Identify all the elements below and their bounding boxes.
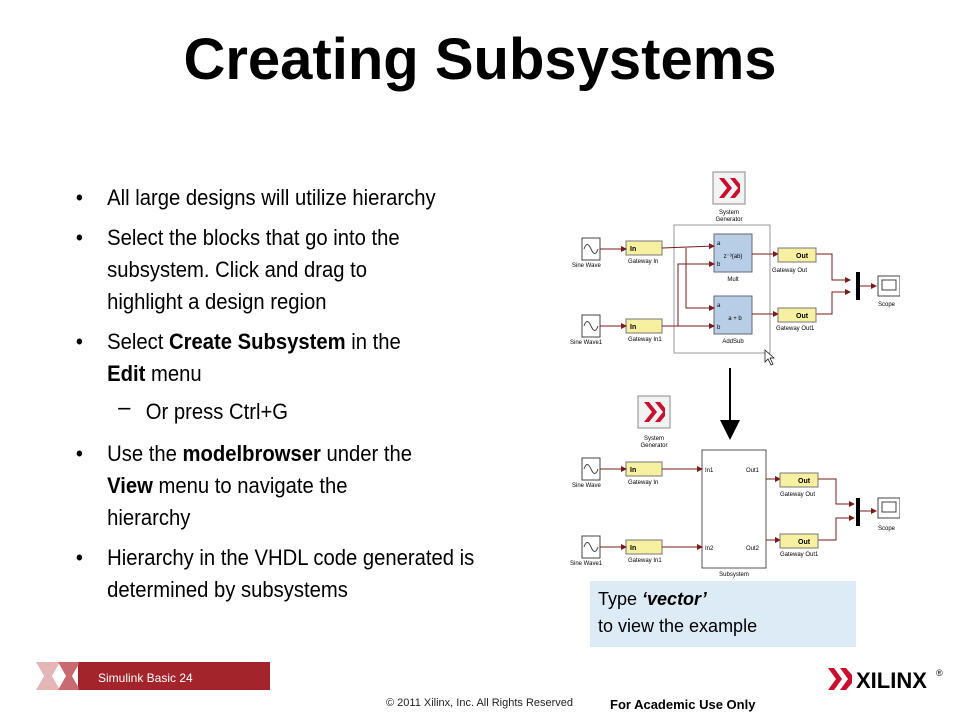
mux-block[interactable] (856, 272, 860, 300)
bullet-bold: View (107, 473, 153, 498)
sine-wave-icon (581, 314, 601, 338)
gateway-in-label: Gateway In1 (628, 337, 662, 343)
brand-reg: ® (936, 668, 943, 678)
gateway-in-label: Gateway In (628, 480, 658, 486)
gateway-port-text: In (630, 467, 636, 474)
subsystem-port: Out2 (746, 546, 760, 552)
mux-block[interactable] (856, 498, 860, 526)
simulink-diagram-svg: System Generator Sine Wave Sine Wave1 In… (570, 171, 901, 578)
gateway-out-label: Gateway Out (772, 268, 807, 274)
sysgen-label: Generator (715, 217, 742, 223)
bullet-text: Select the blocks that go into the subsy… (107, 225, 400, 314)
bullet-item: All large designs will utilize hierarchy (74, 182, 506, 214)
gateway-out-block[interactable] (779, 472, 819, 488)
mult-label: Mult (727, 277, 739, 283)
gateway-out-block[interactable] (777, 247, 817, 263)
system-generator-icon (712, 171, 746, 205)
sine-wave-label: Sine Wave (572, 263, 601, 269)
port-label: b (717, 325, 721, 331)
gateway-port-text: Out (796, 253, 809, 260)
sine-wave-label: Sine Wave1 (570, 340, 603, 346)
bullet-text: Use the (107, 441, 183, 466)
bullet-item: Select the blocks that go into the subsy… (74, 222, 438, 318)
bullet-bold: Edit (107, 361, 146, 386)
academic-notice: For Academic Use Only (610, 697, 756, 712)
sysgen-label: Generator (640, 443, 667, 449)
note-text: Type (598, 589, 643, 609)
bullet-item: Hierarchy in the VHDL code generated is … (74, 542, 558, 606)
gateway-out-label: Gateway Out (780, 492, 815, 498)
gateway-port-text: Out (798, 478, 811, 485)
gateway-port-text: Out (798, 539, 811, 546)
footer-label: Simulink Basic 24 (98, 671, 193, 685)
mult-expr: z⁻³(ab) (724, 254, 743, 260)
addsub-label: AddSub (722, 339, 744, 345)
footer-band (36, 662, 270, 690)
selection-region[interactable] (673, 224, 771, 354)
xilinx-logo-icon: XILINX ® (828, 668, 943, 693)
port-label: a (717, 303, 721, 309)
bullet-bold: modelbrowser (182, 441, 321, 466)
scope-icon (877, 275, 901, 297)
subsystem-port: Out1 (746, 468, 760, 474)
note-emphasis: ‘vector’ (642, 589, 707, 609)
subsystem-label: Subsystem (719, 572, 749, 578)
addsub-expr: a + b (728, 316, 742, 322)
gateway-in-label: Gateway In (628, 259, 658, 265)
gateway-out-label: Gateway Out1 (776, 326, 815, 332)
copyright: © 2011 Xilinx, Inc. All Rights Reserved (386, 697, 574, 709)
scope-label: Scope (878, 302, 896, 308)
gateway-port-text: In (630, 246, 636, 253)
gateway-in-label: Gateway In1 (628, 558, 662, 564)
vector-note: Type ‘vector’ to view the example (590, 581, 856, 647)
sub-bullet-text: Or press Ctrl+G (145, 399, 289, 424)
port-label: a (717, 241, 721, 247)
gateway-port-text: Out (796, 313, 809, 320)
sine-wave-label: Sine Wave1 (570, 561, 603, 567)
sysgen-label: System (644, 436, 664, 442)
bullet-list: All large designs will utilize hierarchy… (74, 182, 506, 614)
scope-icon (877, 497, 901, 519)
subsystem-port: In2 (705, 546, 714, 552)
subsystem-block[interactable] (701, 449, 767, 569)
bullet-item: Select Create Subsystem in the Edit menu (74, 326, 429, 390)
bullet-item: Use the modelbrowser under the View menu… (74, 438, 420, 534)
bullet-text: All large designs will utilize hierarchy (107, 185, 436, 210)
simulink-diagram: System Generator Sine Wave Sine Wave1 In… (560, 168, 901, 585)
gateway-port-text: In (630, 324, 636, 331)
subsystem-port: In1 (705, 468, 714, 474)
sub-bullet-item: Or press Ctrl+G (74, 392, 506, 428)
note-text: to view the example (598, 616, 758, 636)
sine-wave-label: Sine Wave (572, 483, 601, 489)
system-generator-icon (637, 395, 671, 429)
mouse-cursor-icon (764, 349, 775, 366)
addsub-block[interactable] (713, 295, 753, 335)
sine-wave-icon (581, 535, 601, 559)
xilinx-logo: XILINX ® (826, 664, 946, 699)
gateway-out-block[interactable] (779, 533, 819, 549)
sine-wave-icon (581, 237, 601, 261)
bullet-text: menu (145, 361, 202, 386)
gateway-out-label: Gateway Out1 (780, 552, 819, 558)
slide-title: Creating Subsystems (183, 27, 777, 92)
bullet-text: menu to navigate the hierarchy (107, 473, 348, 530)
bullet-text: Hierarchy in the VHDL code generated is … (107, 545, 475, 602)
bullet-bold: Create Subsystem (169, 329, 346, 354)
bullet-text: under the (320, 441, 412, 466)
mult-block[interactable] (713, 233, 753, 273)
sine-wave-icon (581, 457, 601, 481)
bullet-text: in the (345, 329, 401, 354)
brand-name: XILINX (856, 668, 927, 693)
port-label: b (717, 262, 721, 268)
gateway-out-block[interactable] (777, 307, 817, 323)
gateway-port-text: In (630, 545, 636, 552)
sysgen-label: System (719, 210, 739, 216)
scope-label: Scope (878, 526, 896, 532)
bullet-text: Select (107, 329, 170, 354)
